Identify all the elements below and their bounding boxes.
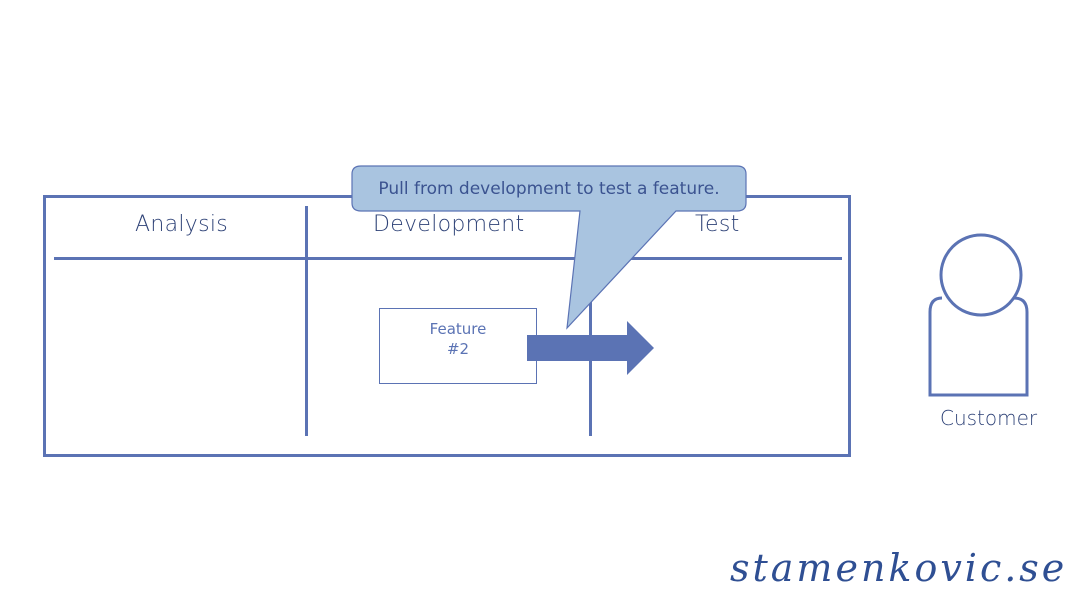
column-header-analysis: Analysis (135, 212, 229, 237)
right-arrow-icon (527, 321, 654, 375)
feature-card: Feature #2 (379, 308, 537, 384)
column-header-development: Development (373, 212, 525, 237)
person-icon (928, 233, 1029, 397)
column-divider-1 (305, 206, 308, 436)
column-divider-2 (589, 300, 592, 436)
customer-label: Customer (940, 406, 1038, 430)
callout-bubble (351, 165, 747, 330)
header-divider (54, 257, 842, 260)
feature-card-title: Feature (429, 320, 487, 338)
column-header-test: Test (695, 212, 740, 237)
feature-card-number: #2 (446, 340, 470, 358)
brand-signature: stamenkovic.se (730, 546, 1067, 590)
callout-text: Pull from development to test a feature. (378, 178, 720, 199)
